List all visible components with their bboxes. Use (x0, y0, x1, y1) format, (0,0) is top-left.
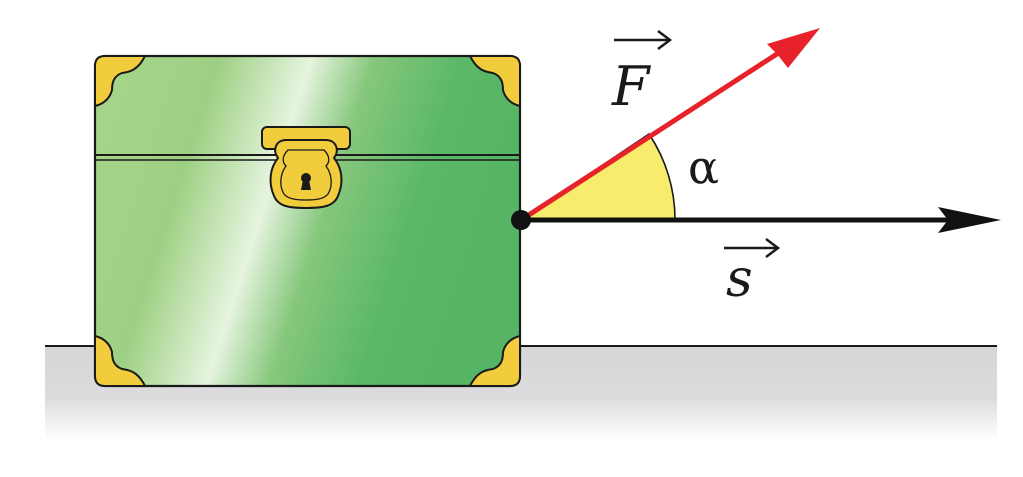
displacement-vector (521, 207, 1001, 233)
force-label: F (611, 30, 673, 118)
application-point (511, 210, 531, 230)
chest (93, 54, 522, 388)
displacement-arrow-icon (724, 238, 781, 258)
force-letter: F (611, 55, 652, 118)
corner-bracket-top-right (468, 55, 521, 108)
corner-bracket-bottom-right (468, 334, 521, 387)
keyhole-lock-icon (261, 126, 351, 210)
force-vector (519, 28, 820, 223)
corner-bracket-bottom-left (94, 334, 147, 387)
angle-label: α (688, 140, 719, 194)
corner-bracket-top-left (94, 55, 147, 108)
displacement-label: s (724, 238, 781, 309)
force-arrow-icon (614, 30, 673, 50)
displacement-letter: s (726, 249, 753, 309)
